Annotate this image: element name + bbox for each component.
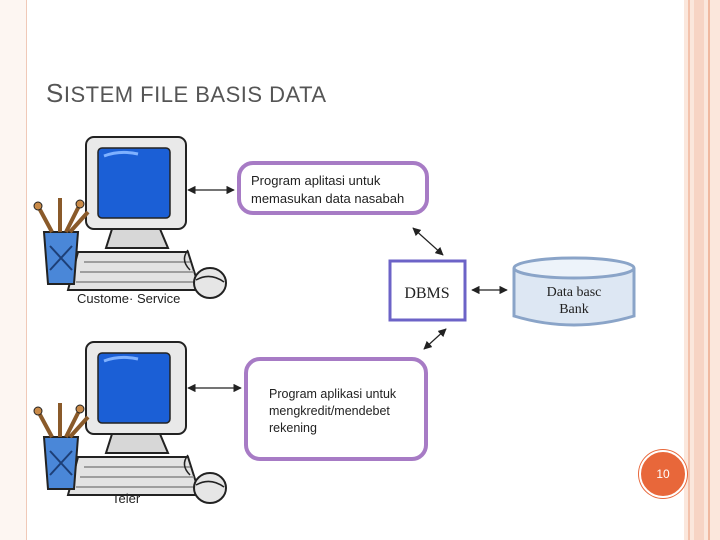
app-box-top-line2: memasukan data nasabah — [251, 191, 404, 206]
page-number-badge: 10 — [639, 450, 687, 498]
database-label-line1: Data basc — [547, 285, 602, 300]
arrow-bottom-box-to-dbms — [423, 328, 447, 350]
arrow-top-box-to-dbms — [412, 227, 444, 256]
computer-icon — [33, 136, 227, 299]
computer-icon — [33, 341, 227, 504]
user-label-customer-service: Custome· Service — [77, 291, 180, 306]
app-box-bottom-line2: mengkredit/mendebet — [269, 404, 390, 418]
slide-frame-right — [684, 0, 720, 540]
slide-frame-left — [0, 0, 27, 540]
dbms-label: DBMS — [404, 285, 449, 302]
app-box-bottom-line3: rekening — [269, 421, 317, 435]
slide-title: SISTEM FILE BASIS DATA — [46, 78, 327, 108]
app-box-bottom — [244, 357, 428, 461]
dbms-box — [388, 259, 467, 322]
database-label-line2: Bank — [559, 302, 589, 317]
app-box-bottom-line1: Program aplikasi untuk — [269, 387, 397, 401]
database-cylinder-icon — [512, 256, 636, 327]
user-label-teler: Teler — [112, 491, 141, 506]
app-box-top-line1: Program aplitasi untuk — [251, 173, 381, 188]
app-box-top — [237, 161, 429, 215]
